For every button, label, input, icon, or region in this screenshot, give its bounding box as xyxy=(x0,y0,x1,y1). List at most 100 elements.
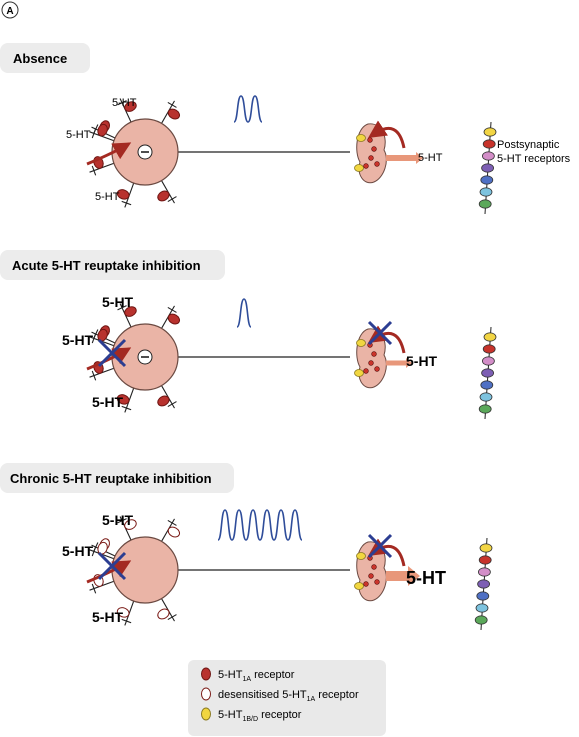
reuptake-arrow-terminal xyxy=(368,120,406,149)
receptor-1a-icon xyxy=(167,108,181,120)
reuptake-arrow-soma xyxy=(86,142,132,166)
receptor-1a-icon xyxy=(157,395,170,407)
soma-receptor xyxy=(117,98,137,123)
action-potential-spikes xyxy=(233,95,263,123)
label-5ht-left: 5-HT xyxy=(62,543,94,559)
postsynaptic-receptor-icon xyxy=(481,356,495,366)
soma-receptor xyxy=(116,600,135,626)
receptor-1a-icon xyxy=(124,101,137,112)
label-5ht-top: 5-HT xyxy=(102,512,134,528)
legend: 5-HT1A receptor desensitised 5-HT1A recep… xyxy=(188,660,386,736)
postsynaptic-receptor-icon xyxy=(482,139,496,149)
receptor-1a-icon xyxy=(97,123,108,137)
soma-receptor xyxy=(89,123,115,142)
block-x-icon xyxy=(367,320,393,346)
receptor-1a-icon xyxy=(124,306,137,317)
vesicle xyxy=(371,146,377,152)
desensitised-receptor-icon xyxy=(157,608,170,620)
postsynaptic-receptor-icon xyxy=(477,579,491,589)
soma-receptor xyxy=(161,518,181,542)
vesicle xyxy=(363,368,369,374)
postsynaptic-receptor-icon xyxy=(481,151,495,161)
axon-terminal xyxy=(356,123,387,184)
vesicle xyxy=(374,366,380,372)
postsynaptic-receptor-icon xyxy=(474,615,488,625)
postsynaptic-receptors xyxy=(478,326,497,420)
soma-receptor xyxy=(117,303,137,328)
cell-body xyxy=(111,536,179,604)
postsynaptic-receptor-icon xyxy=(480,380,494,390)
vesicle xyxy=(374,579,380,585)
section-title-absence: Absence xyxy=(13,51,67,66)
vesicle xyxy=(368,573,374,579)
release-arrow xyxy=(386,358,412,368)
receptor-1bd-icon xyxy=(354,164,364,172)
axon-terminal-group xyxy=(354,328,387,389)
vesicle xyxy=(374,161,380,167)
receptor-1bd-icon xyxy=(354,582,364,590)
vesicle xyxy=(367,137,373,143)
postsynaptic-receptor-icon xyxy=(478,404,492,414)
soma-receptor xyxy=(117,516,137,541)
label-5ht-left: 5-HT xyxy=(66,129,91,141)
postsynaptic-receptor-icon xyxy=(475,603,489,613)
postsynaptic-receptor-icon xyxy=(481,163,495,173)
receptor-1a-icon xyxy=(201,667,211,681)
soma-receptor xyxy=(116,182,135,208)
postsynaptic-label-line1: Postsynaptic xyxy=(497,139,560,151)
receptor-1a-icon xyxy=(116,189,130,200)
legend-item-label: desensitised 5-HT1A receptor xyxy=(218,689,359,703)
scheme-acute: 5-HT5-HT5-HT5-HT xyxy=(62,294,497,420)
soma-receptor xyxy=(116,387,135,413)
legend-item-label: 5-HT1A receptor xyxy=(218,669,295,683)
block-x-icon xyxy=(97,551,127,581)
postsynaptic-receptor-icon xyxy=(481,368,495,378)
label-5ht-top: 5-HT xyxy=(102,294,134,310)
postsynaptic-receptor-icon xyxy=(478,199,492,209)
soma-receptor xyxy=(161,305,181,329)
postsynaptic-receptor-icon xyxy=(476,591,490,601)
release-arrow xyxy=(386,152,424,164)
postsynaptic-receptor-icon xyxy=(479,543,493,553)
vesicle xyxy=(371,351,377,357)
vesicle xyxy=(363,581,369,587)
postsynaptic-receptor-icon xyxy=(482,344,496,354)
block-x-icon xyxy=(97,338,127,368)
legend-item-label: 5-HT1B/D receptor xyxy=(218,709,302,723)
axon-terminal xyxy=(356,328,387,389)
release-arrow xyxy=(386,566,420,586)
vesicle xyxy=(368,155,374,161)
vesicle xyxy=(368,360,374,366)
section-title-box-chronic xyxy=(0,463,234,493)
postsynaptic-receptors xyxy=(474,537,493,631)
reuptake-arrow-soma xyxy=(86,347,132,371)
postsynaptic-receptor-icon xyxy=(483,332,497,342)
desensitised-receptor-icon xyxy=(124,519,137,530)
postsynaptic-receptor-icon xyxy=(479,187,493,197)
action-potential-spikes xyxy=(236,298,252,328)
section-title-box-acute xyxy=(0,250,225,280)
section-title-chronic: Chronic 5-HT reuptake inhibition xyxy=(10,471,212,486)
label-5ht-left: 5-HT xyxy=(62,332,94,348)
label-5ht-release: 5-HT xyxy=(406,353,438,369)
postsynaptic-receptors xyxy=(478,121,497,215)
scheme-chronic: 5-HT5-HT5-HT5-HT xyxy=(62,509,493,631)
postsynaptic-receptor-icon xyxy=(477,567,491,577)
panel-letter: A xyxy=(1,1,19,19)
label-5ht-release: 5-HT xyxy=(418,152,443,164)
postsynaptic-receptor-icon xyxy=(478,555,492,565)
postsynaptic-receptor-icon xyxy=(479,392,493,402)
receptor-1bd-icon xyxy=(356,134,366,142)
soma-receptor xyxy=(161,100,181,124)
section-title-box-absence xyxy=(0,43,90,73)
postsynaptic-receptor-icon xyxy=(483,127,497,137)
section-title-acute: Acute 5-HT reuptake inhibition xyxy=(12,258,201,273)
vesicle xyxy=(371,564,377,570)
receptor-1a-icon xyxy=(167,313,181,325)
axon-terminal-group xyxy=(354,123,387,184)
vesicle xyxy=(363,163,369,169)
soma-receptor xyxy=(157,598,177,622)
panel-letter-text: A xyxy=(6,6,13,17)
